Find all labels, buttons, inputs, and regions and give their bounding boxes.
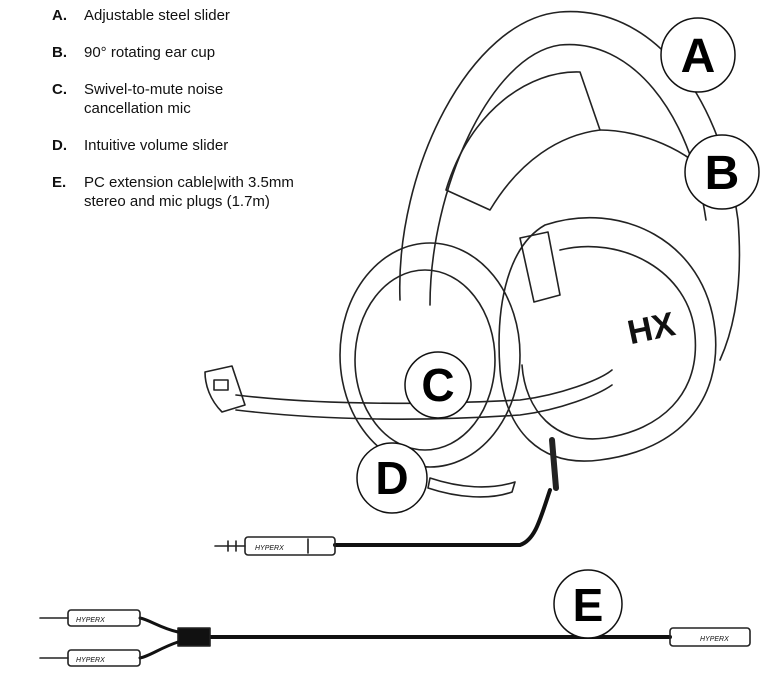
legend-text: Adjustable steel slider [84, 7, 230, 24]
headband [399, 10, 741, 361]
callout-c: C [404, 351, 472, 419]
left-ear-cup [339, 242, 521, 468]
legend-item-d: D. Intuitive volume slider [52, 136, 352, 155]
legend-item-b: B. 90° rotating ear cup [52, 43, 352, 62]
split-cable-top [138, 616, 180, 634]
callout-a: A [660, 17, 736, 93]
legend-text: 90° rotating ear cup [84, 44, 216, 61]
parts-legend: A. Adjustable steel slider B. 90° rotati… [52, 6, 352, 229]
split-cable-bottom [138, 640, 180, 660]
volume-slider [427, 477, 516, 498]
headset-cable [333, 488, 552, 547]
right-ear-cup-inner [521, 245, 697, 440]
legend-letter: A. [52, 7, 67, 24]
legend-text: PC extension cable|with 3.5mm stereo and… [84, 174, 294, 210]
cable-stem [549, 437, 559, 491]
mic-boom [235, 369, 613, 405]
callout-label: A [681, 30, 716, 83]
mic-boom-lower [235, 384, 613, 420]
legend-letter: E. [52, 174, 67, 191]
callout-label: B [705, 147, 740, 200]
plug-label: HYPERX [76, 657, 105, 664]
legend-item-c: C. Swivel-to-mute noise cancellation mic [52, 80, 352, 118]
callout-b: B [684, 134, 760, 210]
hx-logo: HX [624, 305, 678, 352]
callout-label: E [573, 579, 604, 631]
legend-text: Intuitive volume slider [84, 137, 229, 154]
legend-letter: D. [52, 137, 67, 154]
plug-label: HYPERX [76, 617, 105, 624]
plug-label: HYPERX [700, 636, 729, 643]
left-ear-pad [354, 269, 496, 451]
legend-text: Swivel-to-mute noise cancellation mic [84, 81, 224, 117]
callout-label: D [375, 452, 408, 504]
headband-pad [445, 71, 601, 211]
steel-slider [519, 231, 561, 303]
headband-inner [429, 43, 707, 306]
plug-label: HYPERX [255, 545, 284, 552]
mic-capsule [204, 365, 246, 413]
callout-d: D [356, 442, 428, 514]
mic-grille [213, 379, 229, 391]
callout-label: C [421, 359, 454, 411]
legend-item-e: E. PC extension cable|with 3.5mm stereo … [52, 173, 352, 211]
cable-splitter [177, 627, 211, 647]
legend-letter: C. [52, 81, 67, 98]
legend-item-a: A. Adjustable steel slider [52, 6, 352, 25]
legend-letter: B. [52, 44, 67, 61]
callout-e: E [553, 569, 623, 639]
right-ear-cup [498, 216, 717, 462]
extension-socket [669, 627, 751, 647]
